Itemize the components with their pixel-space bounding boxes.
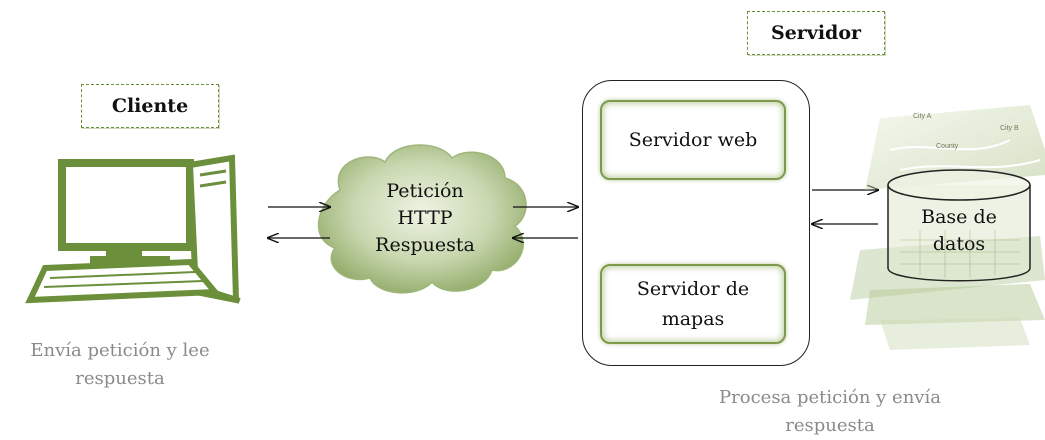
server-caption-line2: respuesta: [785, 415, 875, 436]
cloud-line-response: Respuesta: [375, 234, 475, 256]
database-cylinder-icon: [887, 169, 1031, 282]
map-labels: City A City B County: [913, 113, 1019, 150]
http-cloud-label: Petición HTTP Respuesta: [345, 178, 505, 259]
computer-icon: [25, 154, 241, 304]
server-title-box: Servidor: [747, 11, 885, 55]
client-title: Cliente: [111, 95, 189, 117]
client-caption-line1: Envía petición y lee: [30, 340, 210, 361]
map-server-label-line1: Servidor de: [636, 278, 750, 300]
cloud-line-request: Petición: [386, 180, 464, 202]
client-caption: Envía petición y lee respuesta: [0, 337, 240, 393]
database-label: Base de datos: [900, 204, 1018, 258]
web-server-box: Servidor web: [600, 100, 786, 180]
server-caption-line1: Procesa petición y envía: [719, 387, 941, 408]
map-server-box: Servidor de mapas: [600, 264, 786, 344]
database-label-line1: Base de: [921, 206, 997, 228]
map-label-city-a: City A: [913, 113, 932, 120]
cloud-line-http: HTTP: [397, 207, 453, 229]
web-server-label: Servidor web: [628, 129, 758, 151]
http-cloud-shape: [318, 144, 527, 294]
database-label-line2: datos: [932, 233, 986, 255]
map-server-label-line2: mapas: [661, 308, 725, 330]
map-label-city-b: City B: [1000, 125, 1019, 132]
client-title-box: Cliente: [81, 84, 219, 128]
server-title: Servidor: [770, 22, 862, 44]
client-caption-line2: respuesta: [75, 368, 165, 389]
server-caption: Procesa petición y envía respuesta: [680, 384, 980, 440]
map-label-county: County: [936, 143, 959, 150]
